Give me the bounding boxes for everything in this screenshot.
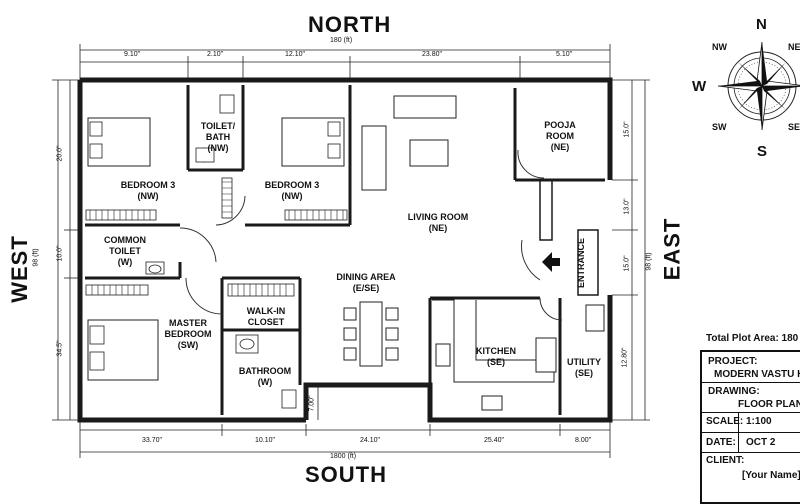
small-dim: 7.00": [308, 395, 316, 412]
kitchen-counters: [432, 299, 605, 411]
wardrobes: [85, 177, 348, 297]
left-dim: 34.5": [56, 340, 64, 357]
room-label-bathroom: BATHROOM(W): [238, 366, 292, 387]
dining-table: [343, 301, 399, 367]
compass-sw: SW: [712, 122, 727, 132]
room-label-living: LIVING ROOM(NE): [407, 212, 469, 233]
top-dim: 5.10": [556, 51, 573, 58]
entrance-frame: [539, 179, 599, 296]
wardrobe-hatch: [89, 181, 344, 296]
right-dim: 13.0": [623, 198, 631, 215]
compass-rose-icon: [717, 41, 800, 131]
north-label: NORTH: [308, 12, 392, 37]
top-overall-dim: 180 (ft): [330, 37, 353, 44]
client-label: CLIENT:: [706, 455, 745, 466]
room-label-entrance: ENTRANCE: [576, 237, 587, 289]
right-overall-dim: 98 (ft): [645, 252, 653, 271]
scale-value: 1:100: [746, 416, 772, 427]
door-swings: [179, 149, 563, 321]
right-dim: 15.0": [623, 255, 631, 272]
left-dim: 20.0": [56, 145, 64, 162]
bottom-dim: 10.10": [255, 437, 276, 444]
interior-walls: [85, 85, 605, 415]
bottom-dim: 25.40": [484, 437, 505, 444]
room-label-bedroom-nw-left: BEDROOM 3(NW): [120, 180, 176, 201]
scale-label: SCALE:: [706, 416, 744, 427]
entrance-arrow-icon: [542, 252, 560, 272]
bath-fixtures: [145, 94, 297, 409]
compass-n: N: [756, 16, 767, 33]
drawing-label: DRAWING:: [708, 386, 760, 397]
right-dim: 15.0": [623, 121, 631, 138]
top-dim: 2.10": [207, 51, 224, 58]
exterior-walls: [77, 77, 613, 423]
compass-se: SE: [788, 122, 800, 132]
project-value: MODERN VASTU H: [714, 369, 800, 380]
bottom-dim: 24.10": [360, 437, 381, 444]
room-label-bedroom-nw-right: BEDROOM 3(NW): [264, 180, 320, 201]
bottom-overall-dim: 1800 (ft): [330, 453, 357, 460]
dimension-lines: [52, 44, 650, 458]
compass-s: S: [757, 143, 768, 160]
south-label: SOUTH: [305, 462, 387, 487]
room-label-dining: DINING AREA(E/SE): [336, 272, 396, 293]
total-plot-area: Total Plot Area: 180: [706, 333, 799, 344]
top-dim: 23.80": [422, 51, 443, 58]
date-value: OCT 2: [746, 437, 776, 448]
room-label-utility: UTILITY(SE): [567, 357, 601, 378]
room-label-toilet-bath: TOILET/BATH(NW): [200, 121, 236, 153]
top-dim: 9.10": [124, 51, 141, 58]
pillows: [89, 121, 341, 371]
living-furniture: [361, 95, 457, 191]
bottom-dim: 8.00": [575, 437, 592, 444]
compass-nw: NW: [712, 42, 727, 52]
left-dim: 10.0": [56, 245, 64, 262]
bottom-dim: 33.70": [142, 437, 163, 444]
left-overall-dim: 98 (ft): [32, 248, 40, 267]
compass-ne: NE: [788, 42, 800, 52]
compass-w: W: [692, 78, 707, 95]
client-value: [Your Name]: [742, 470, 800, 481]
drawing-value: FLOOR PLAN: [738, 399, 800, 410]
date-label: DATE:: [706, 437, 736, 448]
right-dim: 12.80": [621, 347, 629, 368]
room-label-kitchen: KITCHEN(SE): [476, 346, 516, 367]
project-label: PROJECT:: [708, 356, 758, 367]
top-dim: 12.10": [285, 51, 306, 58]
